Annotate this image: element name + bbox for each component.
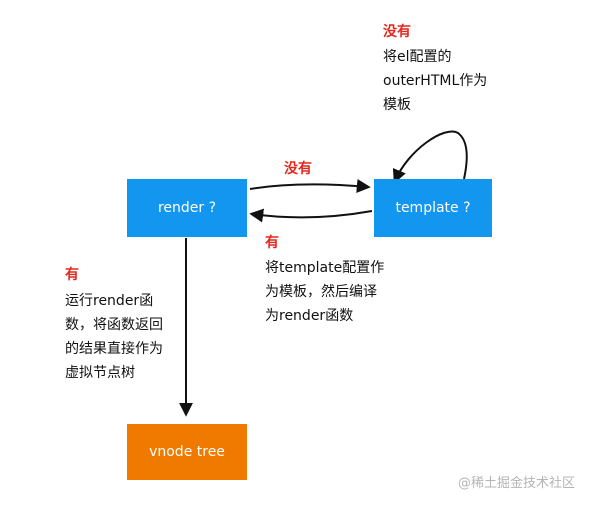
template-node: template ? — [374, 179, 492, 237]
self-loop-description: 将el配置的 outerHTML作为 模板 — [383, 45, 487, 117]
to-vnode-desc-line: 虚拟节点树 — [65, 365, 135, 381]
render-node-label: render ? — [157, 200, 217, 216]
render-node: render ? — [127, 179, 247, 237]
from-template-desc-line: 为模板，然后编译 — [265, 284, 377, 300]
self-loop-condition: 没有 — [383, 24, 411, 40]
arrow-template-self-loop — [392, 130, 468, 184]
vnode-tree-label: vnode tree — [149, 444, 225, 460]
to-vnode-description: 运行render函 数，将函数返回 的结果直接作为 虚拟节点树 — [65, 289, 163, 385]
from-template-desc-line: 为render函数 — [265, 308, 354, 324]
to-template-condition: 没有 — [284, 161, 312, 177]
arrow-template-to-render — [249, 208, 373, 223]
from-template-description: 将template配置作 为模板，然后编译 为render函数 — [265, 256, 384, 328]
from-template-desc-line: 将template配置作 — [265, 260, 385, 276]
vnode-tree-node: vnode tree — [127, 424, 247, 480]
to-vnode-desc-line: 数，将函数返回 — [65, 317, 163, 333]
to-vnode-desc-line: 运行render函 — [65, 293, 154, 309]
template-node-label: template ? — [395, 200, 471, 216]
to-vnode-condition: 有 — [65, 267, 79, 283]
from-template-condition: 有 — [265, 235, 279, 251]
self-loop-desc-line: 模板 — [383, 97, 411, 113]
self-loop-desc-line: outerHTML作为 — [383, 73, 488, 89]
arrow-render-to-template — [249, 179, 371, 193]
watermark: @稀土掘金技术社区 — [458, 476, 576, 491]
to-vnode-desc-line: 的结果直接作为 — [65, 341, 163, 357]
self-loop-desc-line: 将el配置的 — [383, 49, 452, 65]
